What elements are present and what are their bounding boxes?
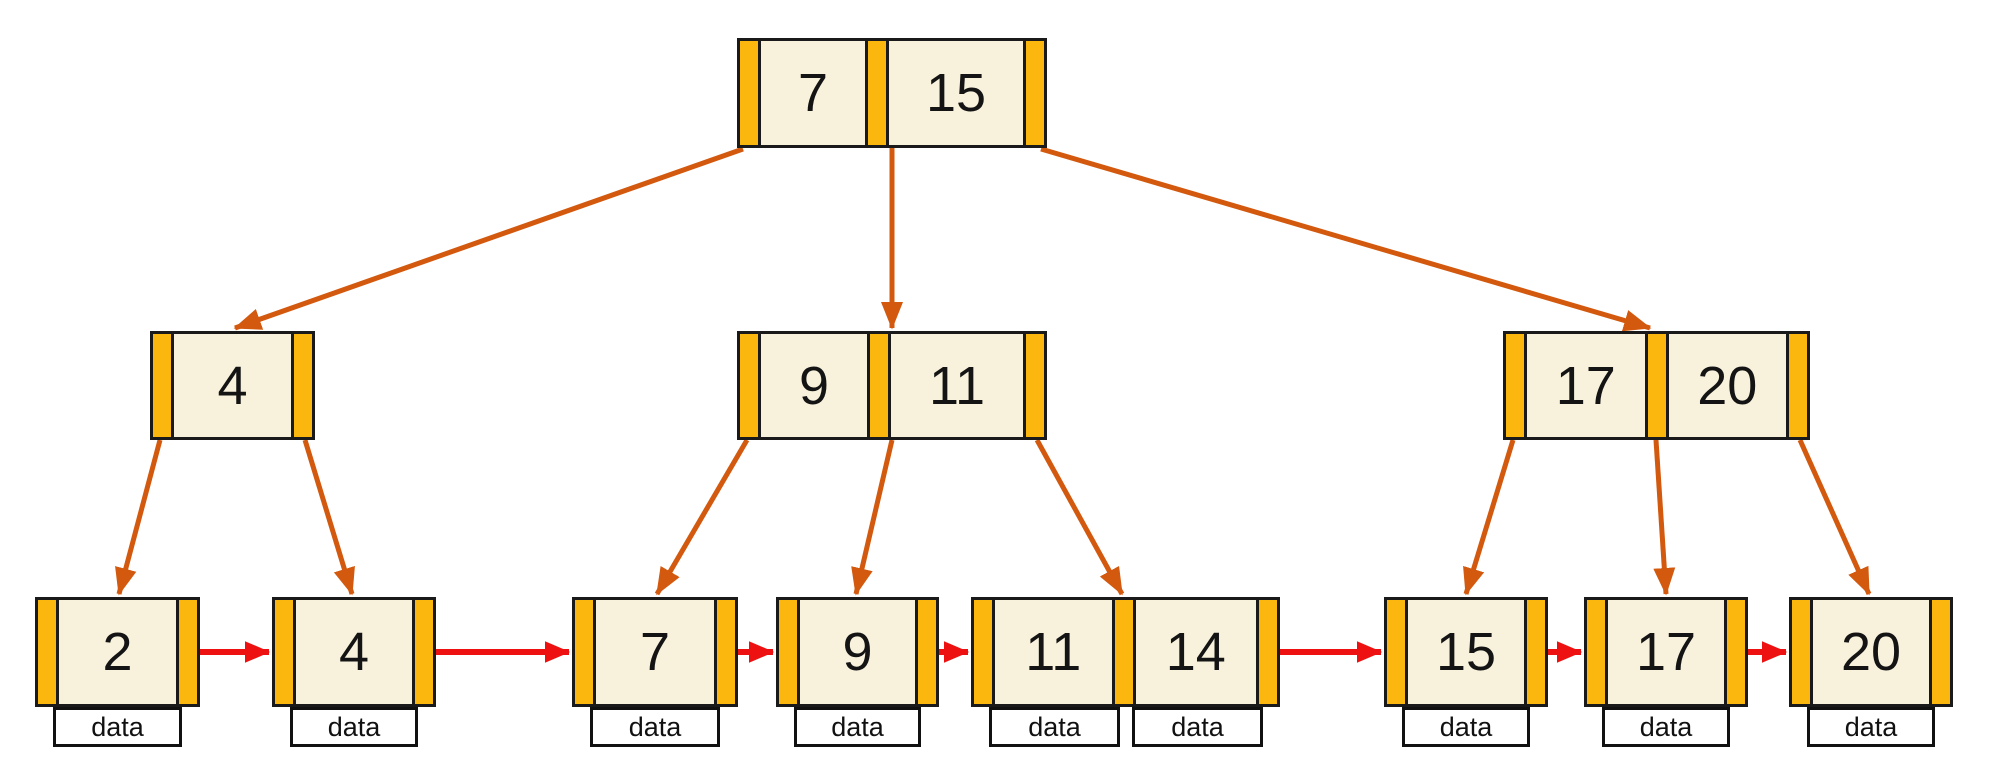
key-cell: 9 bbox=[797, 600, 918, 704]
pointer-slot bbox=[1026, 41, 1044, 145]
key-cell: 11 bbox=[888, 334, 1027, 437]
pointer-slot bbox=[1727, 600, 1745, 704]
key-cell: 4 bbox=[171, 334, 294, 437]
data-box: data bbox=[1807, 707, 1935, 747]
pointer-slot bbox=[1587, 600, 1605, 704]
tree-edge-internal-17-20-to-leaf-20 bbox=[1797, 438, 1872, 596]
data-box: data bbox=[290, 707, 418, 747]
key-cell: 14 bbox=[1132, 600, 1260, 704]
tree-edge-root-7-15-to-internal-17-20 bbox=[1040, 146, 1652, 332]
pointer-slot bbox=[1647, 334, 1666, 437]
key-cell: 4 bbox=[293, 600, 415, 704]
data-box: data bbox=[53, 707, 182, 747]
pointer-slot bbox=[415, 600, 433, 704]
pointer-slot bbox=[779, 600, 797, 704]
pointer-slot bbox=[1506, 334, 1524, 437]
pointer-slot bbox=[1932, 600, 1950, 704]
data-box: data bbox=[1602, 707, 1730, 747]
key-cell: 11 bbox=[992, 600, 1115, 704]
tree-edge-internal-4-to-leaf-2 bbox=[115, 439, 163, 596]
pointer-slot bbox=[974, 600, 992, 704]
data-box: data bbox=[590, 707, 720, 747]
data-box: data bbox=[794, 707, 921, 747]
key-cell: 15 bbox=[1405, 600, 1527, 704]
data-box: data bbox=[989, 707, 1120, 747]
pointer-slot bbox=[179, 600, 197, 704]
key-cell: 7 bbox=[593, 600, 717, 704]
pointer-slot bbox=[918, 600, 936, 704]
tree-edge-internal-9-11-to-leaf-7 bbox=[654, 438, 750, 596]
pointer-slot bbox=[740, 334, 758, 437]
pointer-slot bbox=[38, 600, 56, 704]
key-cell: 17 bbox=[1605, 600, 1727, 704]
internal-node-internal-4: 4 bbox=[150, 331, 315, 440]
key-cell: 2 bbox=[56, 600, 179, 704]
pointer-slot bbox=[1387, 600, 1405, 704]
data-box: data bbox=[1402, 707, 1530, 747]
pointer-slot bbox=[1792, 600, 1810, 704]
key-cell: 17 bbox=[1524, 334, 1648, 437]
key-cell: 20 bbox=[1810, 600, 1932, 704]
pointer-slot bbox=[1527, 600, 1545, 704]
tree-edge-internal-17-20-to-leaf-17 bbox=[1653, 439, 1676, 596]
key-cell: 15 bbox=[885, 41, 1026, 145]
pointer-slot bbox=[1789, 334, 1807, 437]
tree-edge-root-7-15-to-internal-4 bbox=[233, 146, 744, 331]
pointer-slot bbox=[275, 600, 293, 704]
pointer-slot bbox=[575, 600, 593, 704]
pointer-slot bbox=[1026, 334, 1045, 437]
data-box: data bbox=[1132, 707, 1263, 747]
tree-edge-internal-4-to-leaf-4 bbox=[302, 439, 355, 596]
tree-edge-internal-17-20-to-leaf-15 bbox=[1463, 439, 1516, 596]
key-cell: 7 bbox=[758, 41, 868, 145]
pointer-slot bbox=[1114, 600, 1133, 704]
key-cell: 9 bbox=[758, 334, 870, 437]
pointer-slot bbox=[294, 334, 312, 437]
pointer-slot bbox=[867, 41, 886, 145]
pointer-slot bbox=[717, 600, 735, 704]
tree-edge-internal-9-11-to-leaf-9 bbox=[851, 439, 895, 596]
key-cell: 20 bbox=[1665, 334, 1789, 437]
pointer-slot bbox=[740, 41, 758, 145]
pointer-slot bbox=[153, 334, 171, 437]
tree-edge-internal-9-11-to-leaf-11-14 bbox=[1034, 438, 1125, 596]
pointer-slot bbox=[1259, 600, 1278, 704]
pointer-slot bbox=[870, 334, 888, 437]
